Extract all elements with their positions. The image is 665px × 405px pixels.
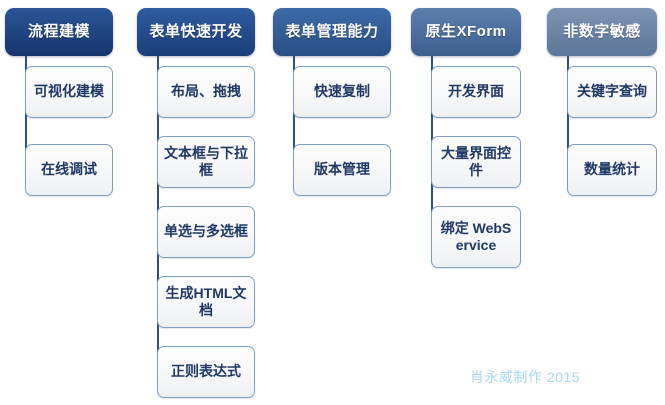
- child-node-label: 开发界面: [448, 83, 504, 100]
- child-node-label: 生成HTML文档: [165, 284, 247, 319]
- child-node[interactable]: 生成HTML文档: [157, 276, 255, 328]
- child-node[interactable]: 数量统计: [567, 144, 657, 196]
- header-node-non-numeric-sensitive[interactable]: 非数字敏感: [547, 8, 657, 56]
- header-node-rapid-form-development[interactable]: 表单快速开发: [137, 8, 255, 56]
- child-node-label: 单选与多选框: [164, 223, 248, 240]
- child-node[interactable]: 布局、拖拽: [157, 66, 255, 118]
- child-node-label: 正则表达式: [171, 363, 241, 380]
- child-node[interactable]: 可视化建模: [25, 66, 113, 118]
- header-node-label: 流程建模: [27, 22, 90, 40]
- child-node[interactable]: 正则表达式: [157, 346, 255, 398]
- child-node-label: 关键字查询: [577, 83, 647, 100]
- header-node-native-xform[interactable]: 原生XForm: [411, 8, 521, 56]
- child-node[interactable]: 单选与多选框: [157, 206, 255, 258]
- header-node-label: 表单快速开发: [149, 22, 243, 40]
- child-node-label: 快速复制: [314, 83, 370, 100]
- child-node-label: 文本框与下拉框: [164, 144, 248, 179]
- child-node-label: 布局、拖拽: [171, 83, 241, 100]
- child-node-label: 在线调试: [41, 161, 97, 178]
- child-node[interactable]: 开发界面: [431, 66, 521, 118]
- child-node-label: 数量统计: [584, 161, 640, 178]
- header-node-label: 表单管理能力: [285, 22, 379, 40]
- header-node-form-management[interactable]: 表单管理能力: [273, 8, 391, 56]
- child-node[interactable]: 关键字查询: [567, 66, 657, 118]
- child-node[interactable]: 快速复制: [293, 66, 391, 118]
- child-node[interactable]: 大量界面控件: [431, 136, 521, 188]
- child-node-label: 可视化建模: [34, 83, 104, 100]
- child-node-label: 版本管理: [314, 161, 370, 178]
- header-node-process-modeling[interactable]: 流程建模: [5, 8, 113, 56]
- header-node-label: 原生XForm: [425, 22, 507, 40]
- child-node[interactable]: 绑定 WebService: [431, 206, 521, 268]
- child-node-label: 大量界面控件: [441, 144, 511, 179]
- child-node[interactable]: 版本管理: [293, 144, 391, 196]
- watermark-credit: 肖永威制作 2015: [470, 369, 581, 385]
- child-node-label: 绑定 WebService: [440, 219, 512, 254]
- header-node-label: 非数字敏感: [563, 22, 641, 40]
- child-node[interactable]: 在线调试: [25, 144, 113, 196]
- child-node[interactable]: 文本框与下拉框: [157, 136, 255, 188]
